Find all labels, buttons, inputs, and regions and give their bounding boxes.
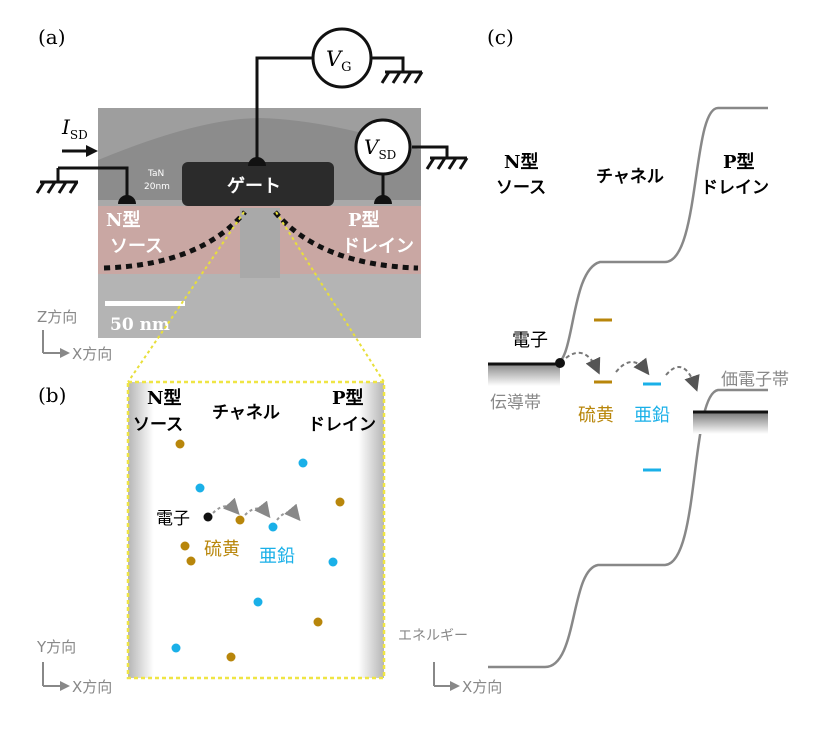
sulfur-atom	[186, 556, 196, 566]
vg-label: VG	[326, 47, 352, 75]
channel-map-frame	[126, 380, 386, 680]
isd-label: ISD	[61, 115, 88, 142]
ground-source-icon	[35, 168, 79, 194]
axes-b-arrowhead	[60, 681, 70, 691]
axis-energy-label: エネルギー	[398, 628, 468, 644]
c-electron-dot	[555, 358, 565, 368]
gate-label: ゲート	[227, 175, 281, 197]
c-electron-label: 電子	[512, 330, 548, 351]
c-drain-line1: P型	[723, 151, 755, 173]
axes-a-arrowhead	[60, 348, 70, 358]
axes-c-arrowhead	[450, 681, 460, 691]
axes-c-icon	[433, 662, 452, 687]
b-zinc-label: 亜鉛	[259, 546, 295, 567]
drain-junction-curve	[273, 210, 419, 271]
hop-arrow-3	[276, 503, 301, 522]
vg-source-icon	[311, 27, 373, 89]
zinc-atom	[195, 483, 205, 493]
axis-y-label: Y方向	[36, 638, 76, 656]
zinc-atoms	[171, 458, 338, 653]
c-source-line2: ソース	[496, 178, 546, 198]
c-hop-arrow-1	[565, 351, 601, 375]
sulfur-atom	[313, 617, 323, 627]
sulfur-atom	[180, 541, 190, 551]
b-electron-label: 電子	[156, 509, 190, 529]
vsd-label: VSD	[364, 135, 396, 162]
zinc-atom	[268, 522, 278, 532]
zinc-atom	[328, 557, 338, 567]
b-source-line2: ソース	[133, 415, 183, 435]
a-source-line1: N型	[106, 209, 140, 231]
c-source-line1: N型	[504, 151, 538, 173]
b-drain-line2: ドレイン	[308, 415, 376, 435]
zinc-atom	[298, 458, 308, 468]
b-sulfur-label: 硫黄	[204, 539, 240, 560]
hop-arrow-1	[212, 497, 240, 515]
circuit	[58, 56, 449, 196]
conduction-band-label: 伝導帯	[490, 393, 541, 413]
axis-x-label-c: X方向	[462, 678, 502, 696]
c-hop-arrow-2	[615, 357, 650, 376]
drain-valence-fill	[693, 412, 768, 434]
scale-bar	[105, 301, 185, 306]
a-drain-line2: ドレイン	[342, 236, 414, 257]
a-drain-line1: P型	[348, 209, 380, 231]
axis-x-label-a: X方向	[72, 345, 112, 363]
zinc-atom	[253, 597, 263, 607]
b-channel: チャネル	[212, 403, 280, 423]
c-drain-line2: ドレイン	[701, 178, 769, 198]
c-zinc-label: 亜鉛	[634, 405, 670, 426]
zinc-atom	[171, 643, 181, 653]
b-source-line1: N型	[147, 387, 181, 409]
a-source-line2: ソース	[110, 236, 163, 257]
axes-b-icon	[42, 662, 62, 687]
source-contact	[118, 195, 136, 204]
panel-b-label: (b)	[38, 383, 66, 407]
sulfur-atom	[235, 515, 245, 525]
hop-arrow-2	[244, 500, 271, 519]
c-channel: チャネル	[596, 167, 664, 187]
sulfur-atom	[335, 497, 345, 507]
tan-label-1: TaN	[147, 169, 164, 179]
c-sulfur-label: 硫黄	[578, 405, 614, 426]
axis-x-label-b: X方向	[72, 678, 112, 696]
c-hop-arrow-3	[665, 366, 700, 392]
sulfur-atoms	[175, 439, 345, 662]
sulfur-atom	[175, 439, 185, 449]
conduction-band-edge	[488, 106, 768, 366]
electron-dot	[203, 512, 213, 522]
zoom-guides	[127, 211, 385, 383]
source-conduction-fill	[488, 364, 560, 386]
panel-c-label: (c)	[487, 25, 514, 49]
valence-band-label: 価電子帯	[721, 370, 789, 390]
tan-label-2: 20nm	[144, 182, 170, 192]
drain-contact	[374, 195, 392, 204]
vsd-source-icon	[354, 118, 412, 176]
axes-a-icon	[42, 330, 62, 354]
gate-contact	[248, 157, 266, 166]
b-drain-line1: P型	[332, 387, 364, 409]
scale-bar-label: 50 nm	[110, 315, 170, 335]
gate-block	[182, 162, 334, 206]
current-arrow-icon	[62, 145, 98, 157]
channel-map	[128, 382, 384, 678]
panel-a-label: (a)	[38, 25, 66, 49]
ground-vsd-icon	[425, 156, 469, 170]
sulfur-atom	[226, 652, 236, 662]
axis-z-label: Z方向	[37, 308, 77, 326]
ground-vg-icon	[380, 70, 424, 84]
